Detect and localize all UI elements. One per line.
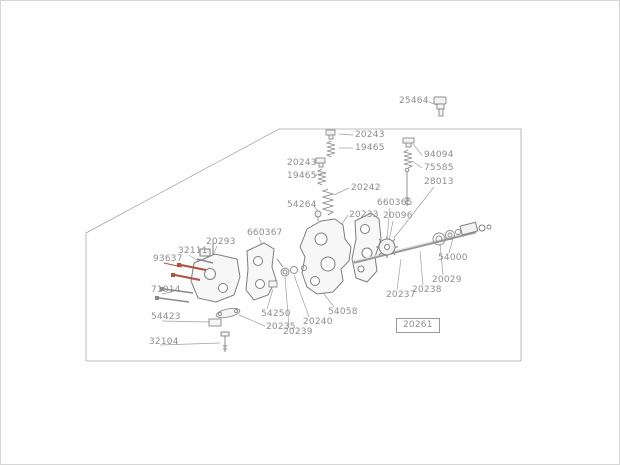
part-label-20243-a: 20243 <box>355 130 385 140</box>
spring-20242-drawing <box>321 188 335 216</box>
pump-housing-center-drawing <box>299 218 352 295</box>
cap-20243-left-drawing <box>315 157 326 168</box>
washers-drawing <box>432 229 461 246</box>
part-label-660367: 660367 <box>247 228 283 238</box>
fitting-94094-drawing <box>402 137 415 148</box>
drive-gear-drawing <box>376 236 398 258</box>
part-label-20029: 20029 <box>432 275 462 285</box>
plug-orings-drawing <box>268 258 307 288</box>
part-label-20239: 20239 <box>283 327 313 337</box>
bolt-32104-drawing <box>220 331 230 352</box>
fitting-54264-drawing <box>314 210 322 221</box>
spring-19465-left-drawing <box>316 168 327 186</box>
part-label-20238: 20238 <box>412 285 442 295</box>
diagram-frame <box>85 128 522 362</box>
sender-unit-drawing <box>433 96 447 117</box>
part-label-71014: 71014 <box>151 285 181 295</box>
part-label-19465-a: 19465 <box>355 143 385 153</box>
spring-19465-right-drawing <box>325 140 336 158</box>
bracket-plate-drawing <box>208 307 241 327</box>
part-label-32111: 32111 <box>178 246 208 256</box>
part-label-93637: 93637 <box>153 254 183 264</box>
part-label-20237: 20237 <box>386 290 416 300</box>
cap-20243-right-drawing <box>325 129 336 140</box>
part-label-20233: 20233 <box>349 210 379 220</box>
part-label-94094: 94094 <box>424 150 454 160</box>
part-label-20242: 20242 <box>351 183 381 193</box>
cover-plate-right-drawing <box>351 212 382 283</box>
part-label-54058: 54058 <box>328 307 358 317</box>
part-label-box-20261: 20261 <box>396 318 440 333</box>
red-bolts-drawing <box>171 263 207 281</box>
part-label-20243-b: 20243 <box>287 158 317 168</box>
part-label-660365: 660365 <box>377 198 413 208</box>
part-label-20235: 20235 <box>266 322 296 332</box>
part-label-25464: 25464 <box>399 96 429 106</box>
part-label-32104: 32104 <box>149 337 179 347</box>
part-label-54264: 54264 <box>287 200 317 210</box>
part-label-28013: 28013 <box>424 177 454 187</box>
part-label-19465-b: 19465 <box>287 171 317 181</box>
part-label-20293: 20293 <box>206 237 236 247</box>
part-label-54423: 54423 <box>151 312 181 322</box>
spring-75585-drawing <box>402 149 414 169</box>
part-label-20096: 20096 <box>383 211 413 221</box>
part-label-54000: 54000 <box>438 253 468 263</box>
pump-housing-left-drawing <box>190 243 241 303</box>
drive-shaft-drawing <box>353 221 492 264</box>
part-label-54250: 54250 <box>261 309 291 319</box>
bolts-drawing <box>155 258 214 303</box>
part-label-75585: 75585 <box>424 163 454 173</box>
part-label-20240: 20240 <box>303 317 333 327</box>
gasket-plate-drawing <box>245 242 277 301</box>
pin-28013-drawing <box>404 167 410 206</box>
